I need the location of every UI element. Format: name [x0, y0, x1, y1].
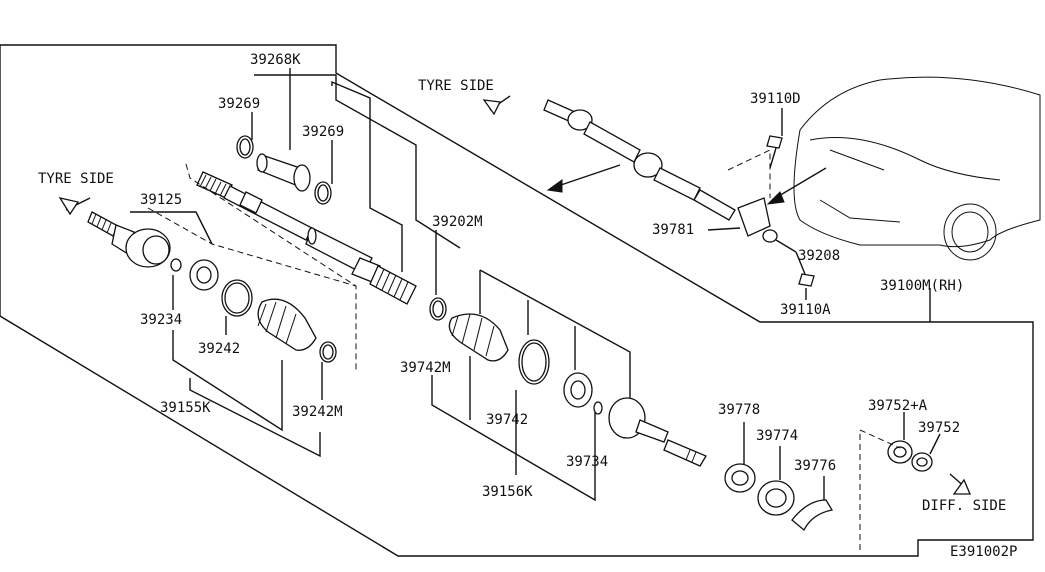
label-39202m: 39202M: [432, 214, 483, 230]
leader-lines: [58, 68, 971, 502]
assembly-view: [543, 76, 1041, 322]
label-tyre-side-right: TYRE SIDE: [418, 78, 494, 94]
label-tyre-side-left: TYRE SIDE: [38, 171, 114, 187]
label-39778: 39778: [718, 402, 760, 418]
label-39125: 39125: [140, 192, 182, 208]
label-39269-left: 39269: [218, 96, 260, 112]
label-39156k: 39156K: [482, 484, 533, 500]
label-39242m: 39242M: [292, 404, 343, 420]
diagram-frame: [0, 44, 1034, 557]
label-39752a: 39752+A: [868, 398, 928, 414]
label-39155k: 39155K: [160, 400, 211, 416]
label-39242: 39242: [198, 341, 240, 357]
label-diff-side: DIFF. SIDE: [922, 498, 1006, 514]
part-39125-outer-joint: [87, 207, 357, 363]
part-labels: 39268K 39269 39269 TYRE SIDE 39125 39234…: [38, 52, 1017, 560]
part-bearings: [724, 429, 933, 550]
drive-shaft: [185, 163, 417, 370]
label-39234: 39234: [140, 312, 182, 328]
label-39269-right: 39269: [302, 124, 344, 140]
part-39268k-boot: [236, 135, 332, 205]
label-39742m: 39742M: [400, 360, 451, 376]
label-39752: 39752: [918, 420, 960, 436]
label-39776: 39776: [794, 458, 836, 474]
label-39110a: 39110A: [780, 302, 831, 318]
label-39208: 39208: [798, 248, 840, 264]
label-39774: 39774: [756, 428, 798, 444]
label-39110d: 39110D: [750, 91, 801, 107]
part-39156k-inner-joint: [429, 297, 707, 467]
label-39781: 39781: [652, 222, 694, 238]
label-39100m: 39100M(RH): [880, 278, 964, 294]
label-39742: 39742: [486, 412, 528, 428]
label-39268k: 39268K: [250, 52, 301, 68]
diagram-code: E391002P: [950, 544, 1017, 560]
label-39734: 39734: [566, 454, 608, 470]
